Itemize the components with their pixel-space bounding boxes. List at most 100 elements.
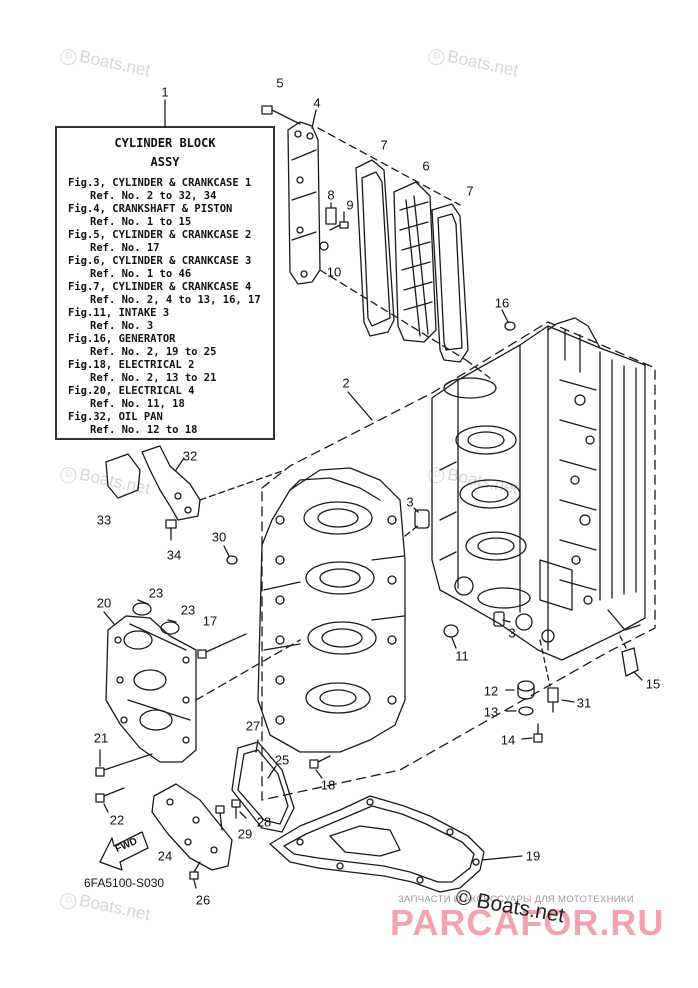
legend-line: Ref. No. 1 to 46 bbox=[90, 268, 192, 280]
callout-2: 2 bbox=[342, 375, 350, 391]
cap bbox=[160, 619, 180, 635]
o-ring bbox=[504, 321, 516, 331]
callout-3: 3 bbox=[406, 494, 414, 510]
bolt bbox=[309, 755, 331, 769]
bolt bbox=[189, 861, 201, 880]
legend-line: Ref. No. 1 to 15 bbox=[90, 216, 192, 228]
callout-32: 32 bbox=[182, 448, 198, 464]
callout-10: 10 bbox=[326, 264, 342, 280]
legend-line: Fig.20, ELECTRICAL 4 bbox=[68, 385, 195, 397]
legend-line: Ref. No. 2 to 32, 34 bbox=[90, 190, 217, 202]
bolt bbox=[95, 787, 125, 803]
callout-26: 26 bbox=[195, 892, 211, 908]
plug bbox=[517, 680, 535, 692]
bolt bbox=[533, 723, 543, 743]
callout-17: 17 bbox=[202, 613, 218, 629]
callout-22: 22 bbox=[109, 812, 125, 828]
legend-line: Fig.5, CYLINDER & CRANKCASE 2 bbox=[68, 229, 252, 241]
exhaust-gasket-left bbox=[355, 159, 395, 337]
callout-23: 23 bbox=[180, 602, 196, 618]
callout-16: 16 bbox=[494, 295, 510, 311]
callout-29: 29 bbox=[237, 826, 253, 842]
crankcase bbox=[257, 467, 406, 753]
cylinder-block-assembly-outline bbox=[261, 321, 656, 801]
callout-4: 4 bbox=[313, 95, 321, 111]
oil-pan-gasket bbox=[269, 795, 485, 893]
callout-12: 12 bbox=[483, 683, 499, 699]
legend-line: Fig.6, CYLINDER & CRANKCASE 3 bbox=[68, 255, 252, 267]
callout-27: 27 bbox=[245, 718, 261, 734]
bolt bbox=[261, 105, 301, 125]
exhaust-inner-plate bbox=[393, 181, 437, 343]
store-banner: ЗАПЧАСТИ И АКСЕССУАРЫ ДЛЯ МОТОТЕХНИКИ bbox=[398, 894, 634, 905]
callout-9: 9 bbox=[346, 197, 354, 213]
sensor bbox=[621, 647, 639, 677]
dowel-pin bbox=[493, 611, 505, 627]
callout-13: 13 bbox=[483, 704, 499, 720]
callout-5: 5 bbox=[276, 75, 284, 91]
callout-23: 23 bbox=[148, 585, 164, 601]
screw bbox=[215, 805, 225, 831]
callout-20: 20 bbox=[96, 595, 112, 611]
callout-18: 18 bbox=[320, 777, 336, 793]
legend-line: Ref. No. 2, 4 to 13, 16, 17 bbox=[90, 294, 261, 306]
assembly-legend: CYLINDER BLOCK ASSY Fig.3, CYLINDER & CR… bbox=[55, 126, 275, 440]
legend-line: Fig.4, CRANKSHAFT & PISTON bbox=[68, 203, 233, 215]
callout-19: 19 bbox=[525, 848, 541, 864]
o-ring bbox=[226, 555, 238, 565]
callout-1: 1 bbox=[161, 84, 169, 100]
legend-line: Fig.18, ELECTRICAL 2 bbox=[68, 359, 195, 371]
o-ring bbox=[443, 624, 459, 638]
legend-line: Fig.32, OIL PAN bbox=[68, 411, 163, 423]
callout-6: 6 bbox=[422, 158, 430, 174]
callout-28: 28 bbox=[256, 814, 272, 830]
bolt bbox=[95, 753, 153, 777]
callout-15: 15 bbox=[645, 676, 661, 692]
leader-line-2 bbox=[347, 391, 373, 421]
cylinder-block bbox=[431, 317, 646, 661]
cover-bracket bbox=[141, 445, 201, 521]
legend-line: Ref. No. 3 bbox=[90, 320, 154, 332]
legend-line: Fig.11, INTAKE 3 bbox=[68, 307, 170, 319]
screw bbox=[329, 221, 349, 231]
side-cover bbox=[151, 783, 233, 871]
legend-title: CYLINDER BLOCK bbox=[114, 136, 216, 150]
cover-gasket bbox=[231, 741, 295, 833]
callout-33: 33 bbox=[96, 512, 112, 528]
drawing-code: 6FA5100-S030 bbox=[84, 876, 165, 890]
screw bbox=[231, 799, 241, 819]
cap bbox=[132, 599, 152, 616]
callout-11: 11 bbox=[455, 648, 469, 664]
callout-21: 21 bbox=[93, 730, 109, 746]
legend-line: Ref. No. 2, 19 to 25 bbox=[90, 346, 217, 358]
exhaust-gasket-right bbox=[431, 203, 469, 363]
fwd-arrow bbox=[99, 831, 149, 871]
legend-subtitle: ASSY bbox=[150, 155, 180, 169]
callout-25: 25 bbox=[274, 752, 290, 768]
callout-14: 14 bbox=[500, 732, 516, 748]
washer bbox=[319, 241, 329, 251]
legend-line: Ref. No. 17 bbox=[90, 242, 160, 254]
legend-line: Fig.7, CYLINDER & CRANKCASE 4 bbox=[68, 281, 252, 293]
dowel-pin bbox=[414, 509, 430, 529]
callout-8: 8 bbox=[327, 187, 335, 203]
legend-line: Ref. No. 11, 18 bbox=[90, 398, 185, 410]
callout-34: 34 bbox=[166, 547, 182, 563]
callout-30: 30 bbox=[211, 529, 227, 545]
callout-3: 3 bbox=[508, 625, 516, 641]
legend-line: Fig.16, GENERATOR bbox=[68, 333, 176, 345]
bolt bbox=[197, 633, 247, 659]
callout-24: 24 bbox=[157, 848, 173, 864]
leader-line-4 bbox=[311, 109, 317, 129]
temperature-sensor bbox=[547, 687, 559, 713]
bracket bbox=[325, 207, 337, 225]
o-ring bbox=[518, 706, 534, 716]
legend-line: Ref. No. 2, 13 to 21 bbox=[90, 372, 217, 384]
callout-7: 7 bbox=[380, 137, 388, 153]
callout-31: 31 bbox=[576, 695, 592, 711]
cylinder-head bbox=[105, 615, 197, 763]
callout-7: 7 bbox=[466, 183, 474, 199]
rubber-cap bbox=[105, 453, 141, 499]
legend-line: Fig.3, CYLINDER & CRANKCASE 1 bbox=[68, 177, 252, 189]
